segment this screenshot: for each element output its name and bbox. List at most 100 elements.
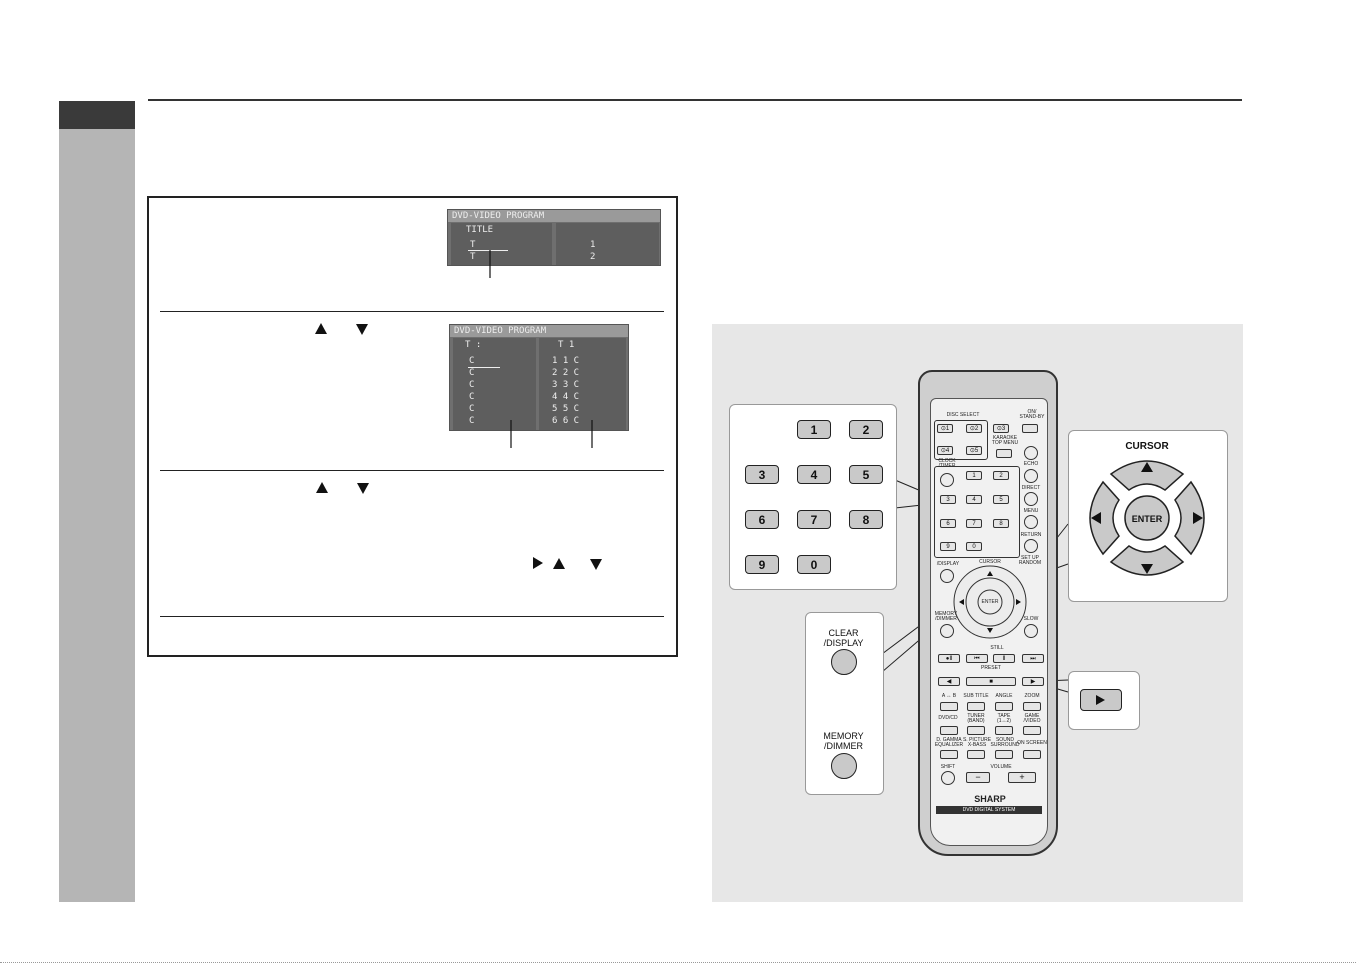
number-key-3[interactable]: 3: [745, 465, 779, 484]
tape-label: TAPE (1↔2): [997, 713, 1011, 724]
screen-header: DVD-VIDEO PROGRAM: [450, 325, 628, 337]
screen-number: 1: [590, 240, 596, 250]
disc-5-button[interactable]: ⊙5: [966, 446, 982, 455]
side-tab-bar: [59, 101, 135, 902]
angle-label: ANGLE: [995, 693, 1013, 699]
echo-label: ECHO: [1023, 461, 1039, 467]
cursor-pad[interactable]: [1081, 452, 1213, 584]
remote-cursor-pad[interactable]: [952, 564, 1028, 640]
play-button[interactable]: [1080, 689, 1122, 711]
remote-key-1[interactable]: 1: [966, 471, 982, 480]
side-tab-marker: [59, 101, 135, 129]
memory-dimmer-button[interactable]: [831, 753, 857, 779]
screen-row: 1 1 C: [552, 356, 580, 366]
disc-4-button[interactable]: ⊙4: [937, 446, 953, 455]
tuner-button[interactable]: [967, 726, 985, 735]
number-key-1[interactable]: 1: [797, 420, 831, 439]
memory-dimmer-label: MEMORY /DIMMER: [823, 731, 864, 751]
volume-label: VOLUME: [990, 764, 1012, 770]
subtitle-label: SUB TITLE: [963, 693, 989, 699]
sound-button[interactable]: [995, 750, 1013, 759]
number-key-9[interactable]: 9: [745, 555, 779, 574]
rec-pause-button[interactable]: ●Ⅱ: [938, 654, 960, 663]
shift-button[interactable]: [941, 771, 955, 785]
remote-key-9[interactable]: 9: [940, 542, 956, 551]
remote-key-6[interactable]: 6: [940, 519, 956, 528]
dgamma-label: D. GAMMA EQUALIZER: [934, 737, 964, 748]
pause-button[interactable]: Ⅱ: [993, 654, 1015, 663]
onscreen-button[interactable]: [1023, 750, 1041, 759]
remote-play-button[interactable]: ▶: [1022, 677, 1044, 686]
next-button[interactable]: ⏭: [1022, 654, 1044, 663]
tape-button[interactable]: [995, 726, 1013, 735]
reverse-play-button[interactable]: ◀: [938, 677, 960, 686]
spicture-button[interactable]: [967, 750, 985, 759]
ab-button[interactable]: [940, 702, 958, 711]
cursor-down-icon: [356, 324, 368, 335]
return-button[interactable]: [1024, 539, 1038, 553]
number-key-5[interactable]: 5: [849, 465, 883, 484]
remote-key-0[interactable]: 0: [966, 542, 982, 551]
step-divider: [160, 470, 664, 471]
game-button[interactable]: [1023, 726, 1041, 735]
prev-button[interactable]: ⏮: [966, 654, 988, 663]
program-screen-chapter: DVD-VIDEO PROGRAM T : T 1 C C C C C C 1 …: [449, 324, 629, 431]
screen-title-label: TITLE: [466, 225, 494, 235]
dgamma-button[interactable]: [940, 750, 958, 759]
slow-button[interactable]: [1024, 624, 1038, 638]
remote-clear-button[interactable]: [940, 569, 954, 583]
menu-button[interactable]: [1024, 515, 1038, 529]
cursor-up-icon: [316, 482, 328, 493]
volume-down-button[interactable]: −: [966, 772, 990, 783]
still-label: STILL: [990, 645, 1004, 651]
screen-right-header: T 1: [558, 340, 575, 350]
number-key-4[interactable]: 4: [797, 465, 831, 484]
enter-button[interactable]: ENTER: [1131, 514, 1163, 524]
remote-memory-button[interactable]: [940, 624, 954, 638]
clear-display-button[interactable]: [831, 649, 857, 675]
remote-key-2[interactable]: 2: [993, 471, 1009, 480]
number-key-7[interactable]: 7: [797, 510, 831, 529]
remote-enter-label: ENTER: [981, 599, 999, 605]
number-key-6[interactable]: 6: [745, 510, 779, 529]
step-divider: [160, 311, 664, 312]
ab-label: A ↔ B: [941, 693, 957, 699]
volume-up-button[interactable]: +: [1008, 772, 1036, 783]
header-rule: [148, 99, 1242, 101]
number-key-8[interactable]: 8: [849, 510, 883, 529]
number-key-2[interactable]: 2: [849, 420, 883, 439]
remote-key-7[interactable]: 7: [966, 519, 982, 528]
program-screen-title: DVD-VIDEO PROGRAM TITLE T T 1 2: [447, 209, 661, 266]
power-button[interactable]: [1022, 424, 1038, 433]
disc-2-button[interactable]: ⊙2: [966, 424, 982, 433]
remote-key-8[interactable]: 8: [993, 519, 1009, 528]
stop-button[interactable]: ■: [966, 677, 1016, 686]
tuner-label: TUNER (BAND): [967, 713, 985, 724]
remote-key-3[interactable]: 3: [940, 495, 956, 504]
volume-echo-plus[interactable]: [1024, 446, 1038, 460]
screen-row: C: [469, 356, 475, 366]
disc-1-button[interactable]: ⊙1: [937, 424, 953, 433]
screen-row: 5 5 C: [552, 404, 580, 414]
subtitle-button[interactable]: [967, 702, 985, 711]
remote-key-4[interactable]: 4: [966, 495, 982, 504]
karaoke-button[interactable]: [996, 449, 1012, 458]
procedure-box: [147, 196, 678, 657]
cursor-up-icon: [553, 558, 565, 569]
disc-3-button[interactable]: ⊙3: [993, 424, 1009, 433]
remote-key-5[interactable]: 5: [993, 495, 1009, 504]
screen-row: 3 3 C: [552, 380, 580, 390]
remote-memory-label: MEMORY /DIMMER: [934, 611, 958, 622]
zoom-button[interactable]: [1023, 702, 1041, 711]
angle-button[interactable]: [995, 702, 1013, 711]
play-icon: [533, 557, 543, 569]
number-key-0[interactable]: 0: [797, 555, 831, 574]
dvdcd-button[interactable]: [940, 726, 958, 735]
screen-row: C: [469, 380, 475, 390]
cursor-up-icon: [315, 323, 327, 334]
clock-timer-button[interactable]: [940, 473, 954, 487]
setup-label: SET UP RANDOM: [1018, 555, 1042, 566]
screen-number: 2: [590, 252, 596, 262]
volume-echo-minus[interactable]: [1024, 469, 1038, 483]
direct-button[interactable]: [1024, 492, 1038, 506]
